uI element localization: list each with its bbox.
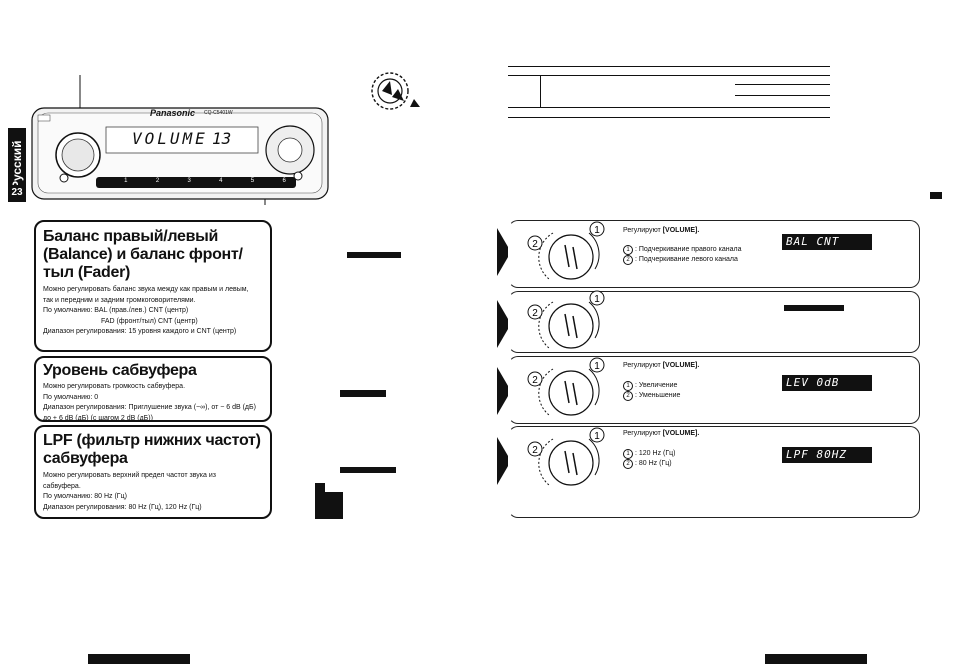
preset-3: 3 <box>187 178 191 184</box>
step-instruction: Регулируют <box>623 227 661 234</box>
step-option: : Уменьшение <box>635 392 681 399</box>
section-text: сабвуфера. <box>43 482 81 490</box>
step-arrow <box>497 300 511 348</box>
lcd-display: LPF 80HZ <box>782 447 872 463</box>
preset-6: 6 <box>282 178 286 184</box>
section-text: По умолчанию: BAL (прав./лев.) CNT (цент… <box>43 307 189 314</box>
step-instruction: Регулируют <box>623 362 661 369</box>
model-label: CQ-C5401W <box>204 110 233 116</box>
table-rule <box>508 107 830 108</box>
svg-text:1: 1 <box>594 361 600 372</box>
step-option: : Увеличение <box>635 381 678 389</box>
radio-illustration <box>31 75 329 205</box>
lcd-display: BAL CNT <box>782 234 872 250</box>
svg-text:1: 1 <box>594 294 600 305</box>
step-balance: 2 1 Регулируют [VOLUME]. 1: Подчеркивани… <box>508 220 920 288</box>
step-option: : 80 Hz (Гц) <box>635 460 672 467</box>
step-option: : 120 Hz (Гц) <box>635 449 676 457</box>
black-bar <box>347 252 401 258</box>
step-control: [VOLUME]. <box>662 362 700 369</box>
section-text: Диапазон регулирования: Приглушение звук… <box>43 404 256 411</box>
black-bar <box>784 305 844 311</box>
preset-buttons: 1 2 3 4 5 6 <box>110 178 300 184</box>
preset-5: 5 <box>250 178 255 184</box>
footer-bar <box>765 654 867 664</box>
table-rule <box>735 84 830 85</box>
black-bar <box>340 467 396 473</box>
section-text: Можно регулировать громкость сабвуфера. <box>43 383 186 390</box>
section-title: Баланс правый/левый (Balance) и баланс ф… <box>43 228 243 281</box>
radio-display-number: 13 <box>212 129 232 148</box>
step-arrow <box>497 228 511 276</box>
edge-marker <box>930 192 942 199</box>
footer-bar <box>88 654 190 664</box>
table-rule <box>508 66 830 67</box>
step-arrow <box>497 437 511 485</box>
step-subwoofer-lpf: 2 1 Регулируют [VOLUME]. 1: 120 Hz (Гц) … <box>508 426 920 518</box>
section-text: FAD (фронт/тыл) CNT (центр) <box>101 317 198 325</box>
section-text: По умолчанию: 0 <box>43 393 99 401</box>
step-fader: 2 1 <box>508 290 920 353</box>
svg-text:2: 2 <box>532 239 538 250</box>
svg-text:2: 2 <box>532 445 538 456</box>
section-title: Уровень сабвуфера <box>43 362 197 379</box>
section-text: Диапазон регулирования: 15 уровня каждог… <box>43 328 237 335</box>
table-divider <box>540 75 541 107</box>
section-text: до + 6 dB (дБ) (с шагом 2 dB (дБ)) <box>43 414 153 422</box>
black-bar <box>325 492 343 519</box>
step-subwoofer-level: 2 1 Регулируют [VOLUME]. 1: Увеличение 2… <box>508 356 920 424</box>
volume-knob-icon: 2 1 <box>527 427 605 486</box>
black-bar <box>340 390 386 397</box>
black-bar <box>315 483 325 519</box>
circle-one-icon: 1 <box>623 244 633 255</box>
volume-knob-icon: 2 1 <box>527 221 605 280</box>
step-option: : Подчеркивание левого канала <box>635 256 738 263</box>
brand-label: Panasonic <box>150 108 196 118</box>
step-arrow <box>497 367 511 415</box>
step-instruction: Регулируют <box>623 430 661 437</box>
radio-display-text: VOLUME <box>132 129 208 148</box>
page-number: 23 <box>8 185 26 201</box>
section-text: Можно регулировать верхний предел частот… <box>43 472 216 479</box>
rotate-knob-icon <box>371 72 420 110</box>
circle-two-icon: 2 <box>623 459 633 469</box>
circle-two-icon: 2 <box>623 255 633 265</box>
section-subwoofer-level: Уровень сабвуфера Можно регулировать гро… <box>34 356 272 422</box>
step-control: [VOLUME]. <box>662 430 700 437</box>
section-text: Диапазон регулирования: 80 Hz (Гц), 120 … <box>43 503 202 511</box>
section-text: По умолчанию: 80 Hz (Гц) <box>43 493 127 500</box>
table-rule <box>508 117 830 118</box>
lcd-display: LEV 0dB <box>782 375 872 391</box>
section-subwoofer-lpf: LPF (фильтр нижних частот) сабвуфера Мож… <box>34 425 272 519</box>
volume-knob-icon: 2 1 <box>527 290 605 349</box>
table-rule <box>735 95 830 96</box>
section-text: Можно регулировать баланс звука между ка… <box>43 286 249 293</box>
preset-2: 2 <box>155 178 160 184</box>
step-option: : Подчеркивание правого канала <box>635 245 742 253</box>
circle-one-icon: 1 <box>623 448 633 459</box>
preset-4: 4 <box>219 178 223 184</box>
volume-knob-icon: 2 1 <box>527 357 605 416</box>
svg-text:2: 2 <box>532 375 538 386</box>
svg-text:1: 1 <box>594 225 600 236</box>
step-control: [VOLUME]. <box>662 227 700 234</box>
preset-1: 1 <box>124 178 128 184</box>
circle-two-icon: 2 <box>623 391 633 401</box>
table-rule <box>508 75 830 76</box>
section-text: так и передним и задним громкоговорителя… <box>43 296 196 304</box>
svg-text:1: 1 <box>594 431 600 442</box>
svg-text:2: 2 <box>532 308 538 319</box>
circle-one-icon: 1 <box>623 380 633 391</box>
section-balance-fader: Баланс правый/левый (Balance) и баланс ф… <box>34 220 272 352</box>
section-title: LPF (фильтр нижних частот) сабвуфера <box>43 432 261 467</box>
